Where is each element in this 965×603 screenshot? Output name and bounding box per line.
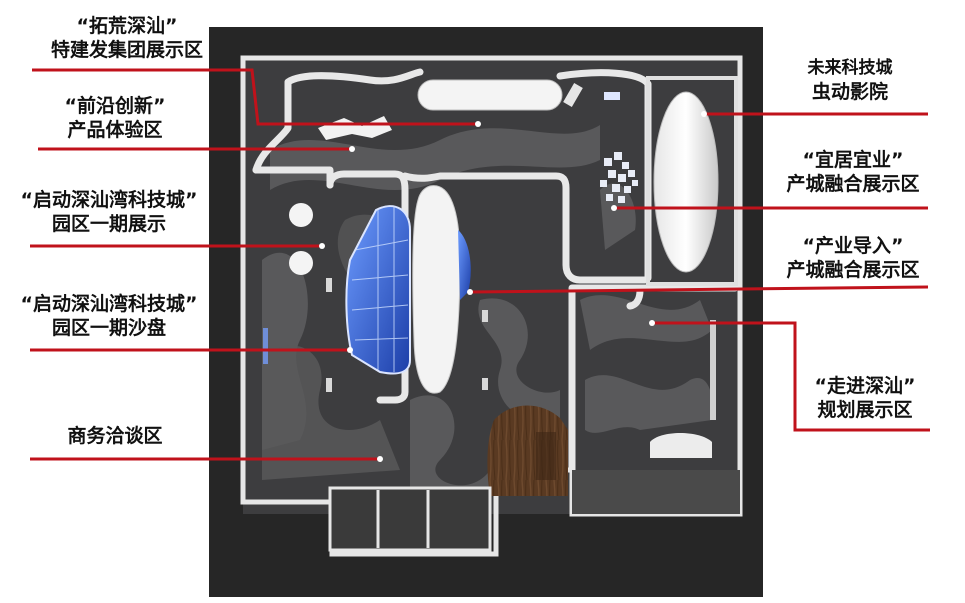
label-cinema: 未来科技城 虫动影院 — [790, 56, 910, 104]
screen-grid — [351, 206, 409, 372]
wood-table — [536, 432, 556, 480]
leader-cinema-dot — [701, 111, 707, 117]
cinema-egg — [653, 91, 719, 273]
leader-dots — [319, 111, 707, 462]
label-line: 虫动影院 — [811, 81, 888, 103]
innovation-display — [318, 116, 392, 140]
round-pod — [289, 203, 313, 227]
label-zoujin: “走进深汕” 规划展示区 — [800, 374, 930, 422]
label-line: 产城融合展示区 — [786, 173, 920, 195]
cube-cluster — [600, 152, 638, 203]
label-qianyan: “前沿创新” 产品体验区 — [40, 94, 190, 142]
leader-lines — [30, 68, 930, 461]
leader-qidong-sandtable-dot — [347, 347, 353, 353]
label-yiju: “宜居宜业” 产城融合展示区 — [768, 148, 938, 196]
leader-chanye — [469, 285, 929, 294]
pillars — [326, 278, 488, 392]
left-screen — [263, 328, 268, 364]
leader-tuohuang — [32, 68, 478, 126]
leader-chanye-dot — [467, 289, 473, 295]
label-line: 园区一期展示 — [51, 213, 166, 235]
ceiling-capsule — [417, 79, 563, 111]
label-tuohuang: “拓荒深汕” 特建发集团展示区 — [22, 14, 232, 62]
label-line: “启动深汕湾科技城” — [20, 293, 198, 315]
label-line: 产城融合展示区 — [786, 259, 920, 281]
label-line: “启动深汕湾科技城” — [20, 189, 198, 211]
leader-tuohuang-dot — [475, 121, 481, 127]
fixture — [604, 92, 620, 100]
label-line: 产品体验区 — [67, 119, 163, 141]
cinema-wall — [646, 76, 738, 286]
label-qidong-sandtable: “启动深汕湾科技城” 园区一期沙盘 — [4, 292, 214, 340]
label-line: “走进深汕” — [814, 375, 916, 397]
label-qidong-exhibit: “启动深汕湾科技城” 园区一期展示 — [4, 188, 214, 236]
label-line: “拓荒深汕” — [76, 15, 178, 37]
leader-zoujin-dot — [649, 320, 655, 326]
fixture — [563, 82, 583, 108]
label-line: 规划展示区 — [817, 399, 913, 421]
label-business: 商务洽谈区 — [40, 424, 190, 448]
label-line: 园区一期沙盘 — [51, 317, 166, 339]
leader-qianyan-dot — [349, 146, 355, 152]
leader-qidong-exhibit-dot — [319, 243, 325, 249]
label-line: 特建发集团展示区 — [50, 39, 203, 61]
label-line: “宜居宜业” — [802, 149, 904, 171]
label-line: “前沿创新” — [64, 95, 166, 117]
label-line: 商务洽谈区 — [67, 425, 163, 447]
leader-zoujin — [652, 321, 930, 432]
leader-yiju-dot — [611, 205, 617, 211]
white-model — [412, 185, 461, 394]
label-line: 未来科技城 — [807, 58, 893, 78]
label-chanye: “产业导入” 产城融合展示区 — [768, 234, 938, 282]
entrance — [328, 486, 492, 552]
leader-business-dot — [377, 456, 383, 462]
side-screen — [458, 230, 471, 300]
entrance-corridor — [572, 470, 740, 514]
round-pod — [289, 251, 313, 275]
wall-panel — [710, 320, 716, 420]
label-line: “产业导入” — [802, 235, 904, 257]
lounge-bench — [650, 433, 712, 458]
